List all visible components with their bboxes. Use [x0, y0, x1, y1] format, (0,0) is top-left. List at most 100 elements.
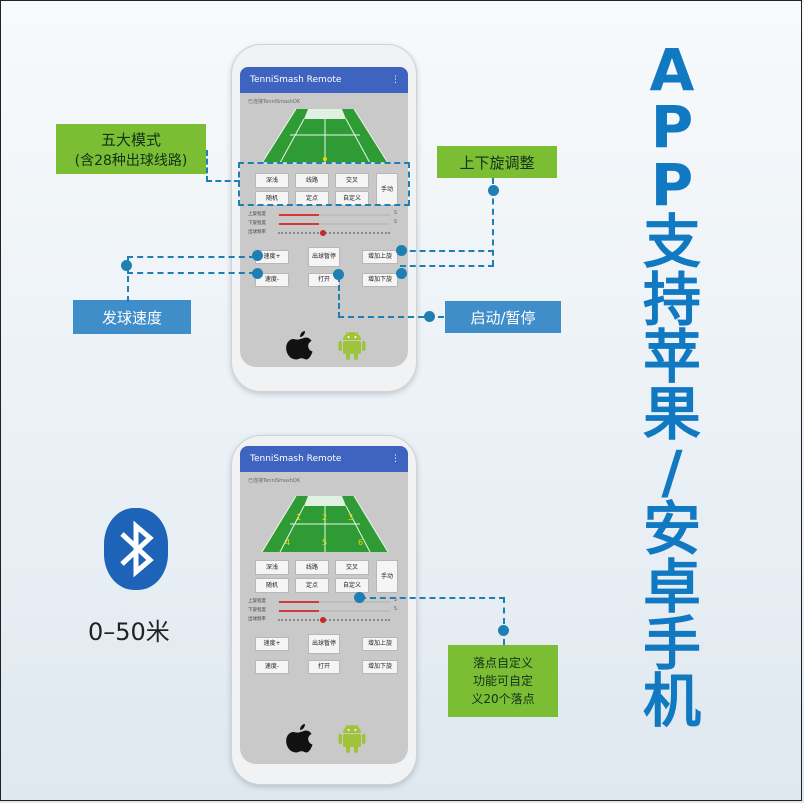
title-char: 机 [642, 667, 701, 736]
speed-down-button[interactable]: 速度- [255, 273, 289, 287]
topspin-value: 5 [394, 598, 397, 603]
phone-bottom-screen: TenniSmash Remote ⋮ 已连接TenniSmashOK 1 2 … [240, 446, 408, 764]
frequency-slider[interactable] [278, 619, 390, 623]
court-point-3[interactable]: 3 [348, 513, 354, 522]
vertical-title: A P P 支 持 苹 果 / 安 卓 手机 [632, 41, 712, 736]
court-point-6[interactable]: 6 [358, 538, 364, 547]
mode-button-depth[interactable]: 深浅 [255, 173, 289, 188]
android-logo-icon [338, 331, 366, 360]
frequency-slider-knob[interactable] [320, 230, 326, 236]
frequency-slider[interactable] [278, 232, 390, 236]
speed-up-button[interactable]: 速度+ [255, 637, 289, 651]
backspin-up-button[interactable]: 增加下旋 [362, 273, 398, 287]
mode-button-custom[interactable]: 自定义 [335, 191, 369, 206]
callout-start-pause: 启动/暂停 [445, 301, 561, 333]
backspin-slider[interactable] [278, 223, 390, 225]
connector-custom-v [503, 597, 505, 645]
connector-start-v [338, 276, 340, 318]
topspin-up-button[interactable]: 增加上旋 [362, 250, 398, 264]
connector-five-modes-v [206, 150, 208, 182]
tennis-court-grid[interactable] [260, 494, 390, 556]
mode-button-cross[interactable]: 交叉 [335, 173, 369, 188]
title-char: P [650, 93, 694, 162]
open-button[interactable]: 打开 [308, 660, 340, 674]
backspin-value: 5 [394, 220, 397, 225]
connector-dot [252, 250, 263, 261]
connector-dot [121, 260, 132, 271]
callout-spin-adjust-label: 上下旋调整 [459, 153, 535, 172]
connector-five-modes [206, 180, 240, 182]
connector-dot [488, 185, 499, 196]
connector-spin-vertical [492, 178, 494, 266]
mode-button-random[interactable]: 随机 [255, 578, 289, 593]
mode-button-custom[interactable]: 自定义 [335, 578, 369, 593]
court-point-1[interactable]: 1 [296, 513, 302, 522]
connector-speed-down [127, 272, 255, 274]
mode-button-line[interactable]: 线路 [295, 173, 329, 188]
frequency-slider-knob[interactable] [320, 617, 326, 623]
app-bar: TenniSmash Remote ⋮ [240, 67, 408, 93]
manual-button[interactable]: 手动 [376, 560, 398, 593]
callout-serve-speed: 发球速度 [73, 300, 191, 334]
callout-five-modes-title: 五大模式 [100, 130, 161, 149]
frequency-slider-label: 出球频率 [248, 230, 266, 235]
title-char: 卓 [642, 552, 701, 621]
backspin-slider[interactable] [278, 610, 390, 612]
phone-top-screen: TenniSmash Remote ⋮ 已连接TenniSmashOK 深浅 线… [240, 67, 408, 367]
callout-start-pause-label: 启动/暂停 [470, 308, 536, 327]
title-char: 支 [642, 208, 701, 277]
callout-custom-points-line1: 落点自定义 [472, 656, 533, 670]
callout-custom-points-line2: 功能可自定 [472, 674, 533, 688]
apple-logo-icon [286, 724, 313, 753]
backspin-slider-label: 下旋程度 [248, 221, 266, 226]
overflow-menu-icon[interactable]: ⋮ [391, 454, 400, 464]
topspin-value: 5 [394, 211, 397, 216]
bluetooth-icon [104, 508, 168, 590]
connector-speed-up [127, 256, 255, 258]
connector-dot [498, 625, 509, 636]
title-char: P [650, 150, 694, 219]
title-char: 果 [642, 380, 701, 449]
connector-dot [424, 311, 435, 322]
connector-dot [396, 268, 407, 279]
topspin-slider-label: 上旋程度 [248, 599, 266, 604]
title-char: 持 [642, 265, 701, 334]
callout-custom-points: 落点自定义 功能可自定 义20个落点 [448, 645, 558, 717]
mode-button-cross[interactable]: 交叉 [335, 560, 369, 575]
overflow-menu-icon[interactable]: ⋮ [391, 75, 400, 85]
topspin-up-button[interactable]: 增加上旋 [362, 637, 398, 651]
connector-dot [333, 269, 344, 280]
connector-speed-vertical [127, 256, 129, 302]
app-bar: TenniSmash Remote ⋮ [240, 446, 408, 472]
backspin-slider-label: 下旋程度 [248, 608, 266, 613]
court-point-5[interactable]: 5 [322, 538, 328, 547]
speed-up-button[interactable]: 速度+ [255, 250, 289, 264]
mode-button-depth[interactable]: 深浅 [255, 560, 289, 575]
title-char: / [661, 437, 683, 506]
backspin-up-button[interactable]: 增加下旋 [362, 660, 398, 674]
topspin-slider-label: 上旋程度 [248, 212, 266, 217]
apple-logo-icon [286, 331, 313, 360]
callout-serve-speed-label: 发球速度 [101, 308, 162, 327]
connection-status: 已连接TenniSmashOK [248, 99, 301, 105]
connector-dot [396, 245, 407, 256]
backspin-value: 5 [394, 607, 397, 612]
tennis-court[interactable] [260, 107, 390, 167]
mode-button-fixed[interactable]: 定点 [295, 578, 329, 593]
court-point-2[interactable]: 2 [322, 513, 328, 522]
connection-status: 已连接TenniSmashOK [248, 478, 301, 484]
topspin-slider[interactable] [278, 214, 390, 216]
callout-custom-points-line3: 义20个落点 [471, 692, 535, 706]
connector-dot [252, 268, 263, 279]
mode-button-line[interactable]: 线路 [295, 560, 329, 575]
speed-down-button[interactable]: 速度- [255, 660, 289, 674]
connector-start-h [338, 316, 444, 318]
topspin-slider[interactable] [278, 601, 390, 603]
court-point-4[interactable]: 4 [285, 538, 291, 547]
phone-top: TenniSmash Remote ⋮ 已连接TenniSmashOK 深浅 线… [231, 44, 417, 392]
app-title: TenniSmash Remote [250, 75, 342, 85]
phone-bottom: TenniSmash Remote ⋮ 已连接TenniSmashOK 1 2 … [231, 435, 417, 785]
start-pause-button[interactable]: 出球暂停 [308, 247, 340, 267]
start-pause-button[interactable]: 出球暂停 [308, 634, 340, 654]
